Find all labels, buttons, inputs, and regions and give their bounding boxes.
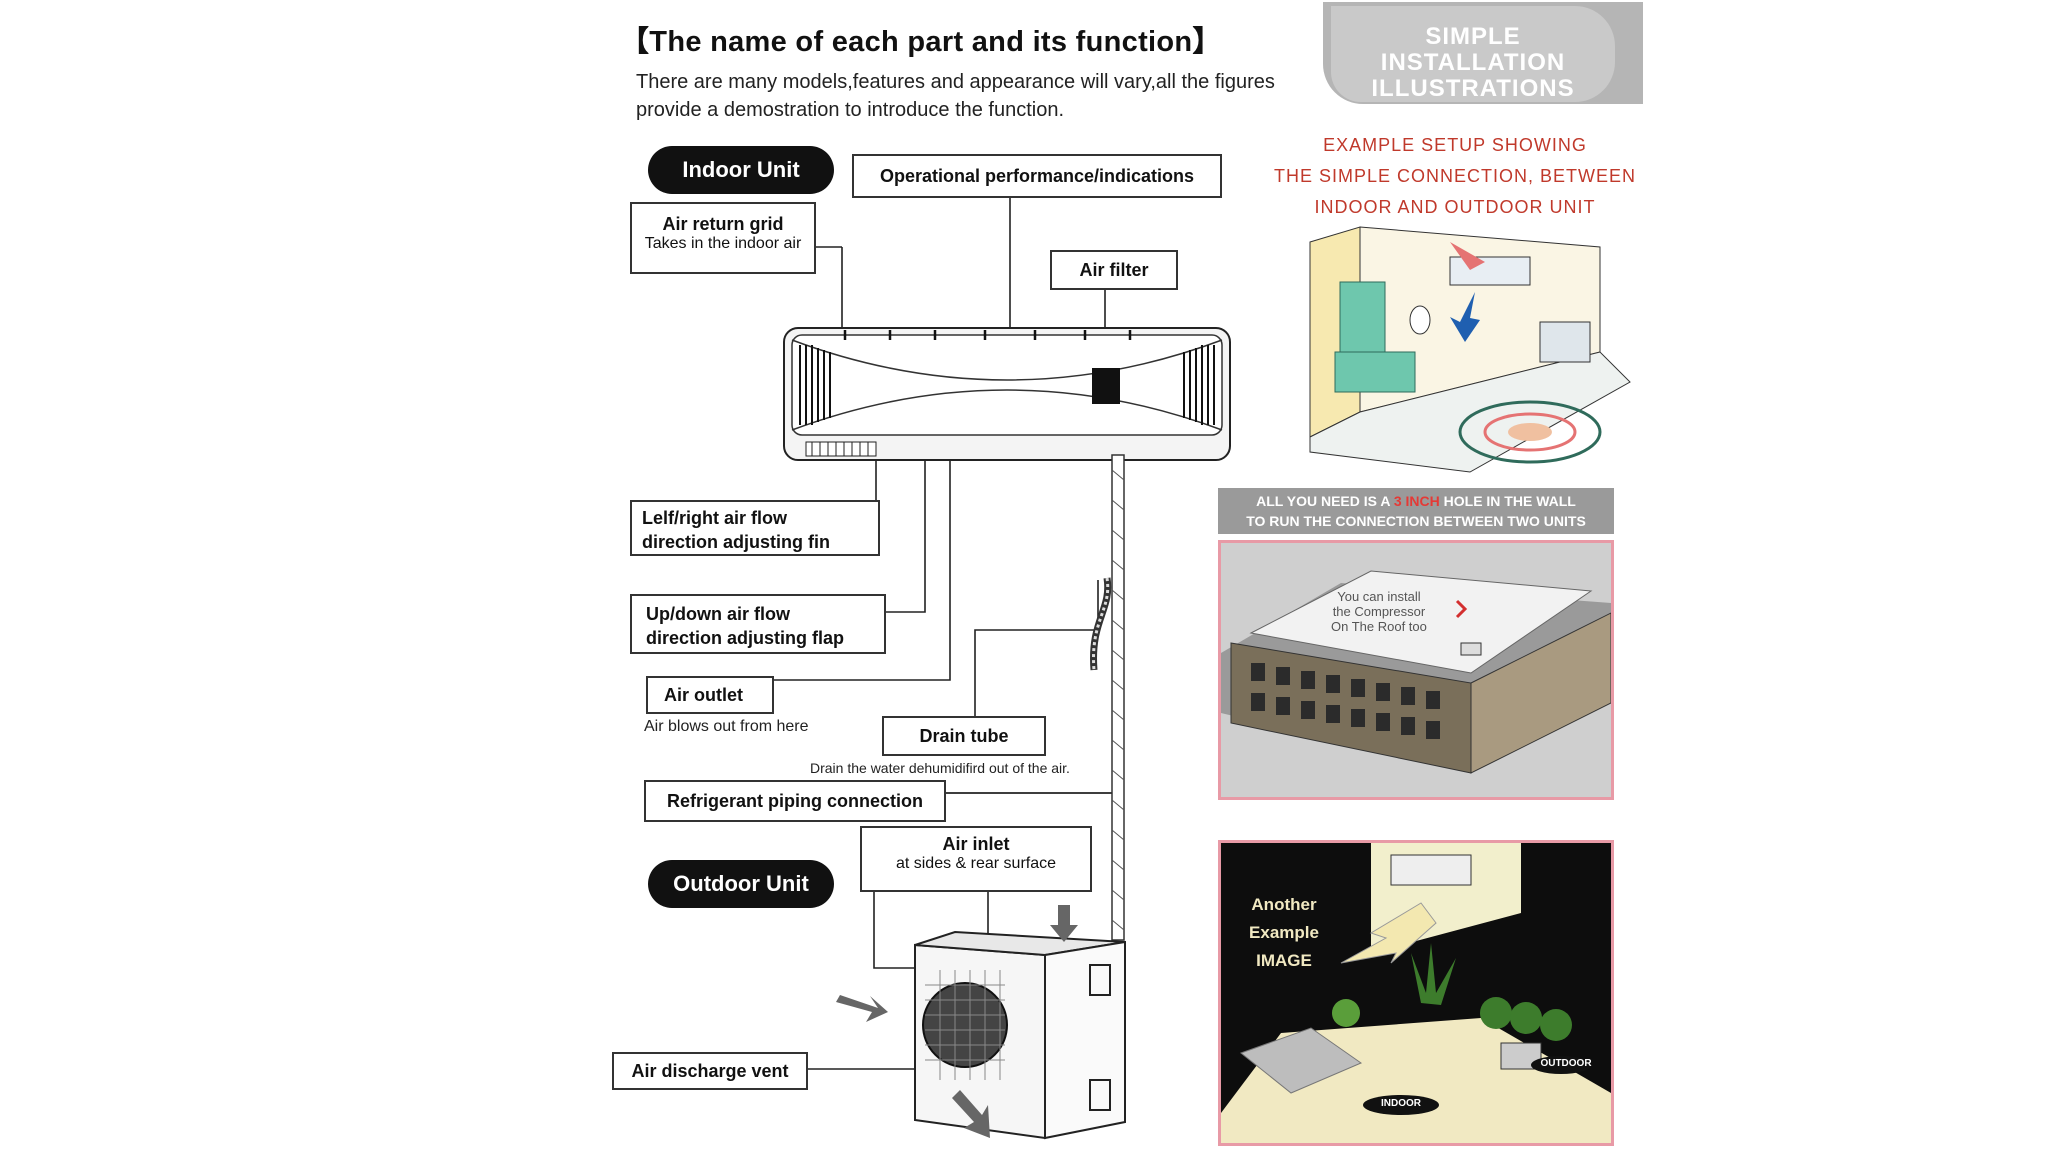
intro-line-2: provide a demostration to introduce the … xyxy=(636,99,1065,121)
hole-caption-line-1: ALL YOU NEED IS A 3 INCH HOLE IN THE WAL… xyxy=(1218,491,1614,511)
page-title: 【The name of each part and its function】 xyxy=(620,26,1222,58)
interior-illustration xyxy=(1221,843,1611,1143)
installation-badge: SIMPLE INSTALLATION ILLUSTRATIONS xyxy=(1323,2,1643,104)
interior-photo: Another Example IMAGE INDOOR OUTDOOR xyxy=(1218,840,1614,1146)
label-air-filter: Air filter xyxy=(1050,250,1178,290)
hole-caption-highlight: 3 INCH xyxy=(1393,493,1440,509)
room-illustration xyxy=(1309,226,1631,473)
indoor-unit-drawing xyxy=(783,327,1231,461)
outdoor-tag: OUTDOOR xyxy=(1540,1058,1592,1069)
label-air-return-grid: Air return grid Takes in the indoor air xyxy=(630,202,816,274)
air-outlet-desc: Air blows out from here xyxy=(644,718,809,735)
outdoor-unit-drawing xyxy=(914,930,1126,1140)
label-operational: Operational performance/indications xyxy=(852,154,1222,198)
hole-caption-pre: ALL YOU NEED IS A xyxy=(1256,493,1394,509)
label-air-inlet: Air inlet at sides & rear surface xyxy=(860,826,1092,892)
badge-line-3: ILLUSTRATIONS xyxy=(1371,75,1575,102)
badge-line-2: INSTALLATION xyxy=(1380,49,1566,76)
label-lr-fin: Lelf/right air flow direction adjusting … xyxy=(630,500,880,556)
air-inlet-title: Air inlet xyxy=(942,834,1010,854)
intro-line-1: There are many models,features and appea… xyxy=(636,71,1275,93)
hole-caption-line-2: TO RUN THE CONNECTION BETWEEN TWO UNITS xyxy=(1246,513,1586,529)
air-inlet-desc: at sides & rear surface xyxy=(895,855,1057,872)
ud-flap-line-2: direction adjusting flap xyxy=(646,628,845,648)
hole-caption-post: HOLE IN THE WALL xyxy=(1439,493,1576,509)
lr-fin-line-1: Lelf/right air flow xyxy=(642,508,788,528)
label-drain-tube: Drain tube xyxy=(882,716,1046,756)
roof-note: You can install the Compressor On The Ro… xyxy=(1331,589,1427,634)
roof-note-line-2: the Compressor xyxy=(1332,604,1426,619)
another-example-line-2: Example xyxy=(1249,923,1319,942)
another-example-line-1: Another xyxy=(1251,895,1317,914)
label-air-discharge: Air discharge vent xyxy=(612,1052,808,1090)
drain-hose xyxy=(1090,577,1112,671)
lr-fin-line-2: direction adjusting fin xyxy=(642,532,830,552)
another-example-label: Another Example IMAGE xyxy=(1229,891,1339,975)
indoor-unit-badge: Indoor Unit xyxy=(648,146,834,194)
building-illustration xyxy=(1221,543,1611,797)
indoor-tag: INDOOR xyxy=(1381,1098,1421,1109)
example-caption: EXAMPLE SETUP SHOWING THE SIMPLE CONNECT… xyxy=(1255,130,1655,223)
example-caption-line-1: EXAMPLE SETUP SHOWING xyxy=(1323,135,1587,155)
label-ud-flap: Up/down air flow direction adjusting fla… xyxy=(630,594,886,654)
label-air-outlet: Air outlet xyxy=(646,676,774,714)
example-caption-line-2: THE SIMPLE CONNECTION, BETWEEN xyxy=(1273,166,1637,186)
roof-photo: You can install the Compressor On The Ro… xyxy=(1218,540,1614,800)
label-refrigerant: Refrigerant piping connection xyxy=(644,780,946,822)
airflow-arrows xyxy=(836,905,1078,1138)
outdoor-unit-badge: Outdoor Unit xyxy=(648,860,834,908)
hole-caption: ALL YOU NEED IS A 3 INCH HOLE IN THE WAL… xyxy=(1218,488,1614,534)
another-example-line-3: IMAGE xyxy=(1256,951,1312,970)
example-caption-line-3: INDOOR AND OUTDOOR UNIT xyxy=(1314,197,1596,217)
drain-desc: Drain the water dehumidifird out of the … xyxy=(810,760,1070,776)
refrigerant-pipe xyxy=(1111,454,1125,941)
air-return-title: Air return grid xyxy=(662,214,784,234)
roof-note-line-1: You can install xyxy=(1337,589,1421,604)
air-return-desc: Takes in the indoor air xyxy=(644,235,802,252)
badge-line-1: SIMPLE xyxy=(1425,23,1521,50)
intro-text: There are many models,features and appea… xyxy=(636,68,1326,124)
roof-note-line-3: On The Roof too xyxy=(1331,619,1427,634)
ud-flap-line-1: Up/down air flow xyxy=(646,604,790,624)
